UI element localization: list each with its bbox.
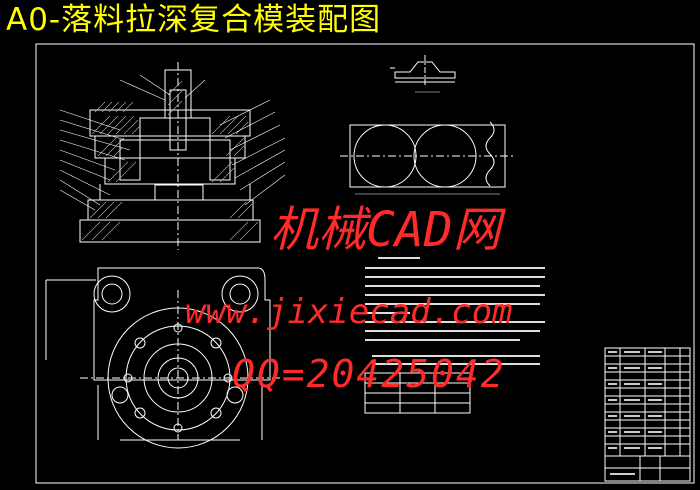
watermark-qq: QQ=20425042 [232, 352, 506, 396]
drawing-title: A0-落料拉深复合模装配图 [6, 2, 382, 38]
section-view [79, 62, 261, 250]
top-view [45, 267, 280, 449]
small-table [364, 372, 471, 414]
technical-requirements [365, 257, 545, 365]
leader-lines [59, 74, 286, 211]
drawing-frame [35, 43, 695, 484]
title-block [604, 347, 691, 482]
part-detail [390, 55, 456, 93]
strip-layout [340, 121, 515, 195]
watermark-site-name: 机械CAD网 [270, 202, 501, 258]
watermark-url: www.jixiecad.com [185, 292, 513, 332]
title-block-text [608, 351, 662, 475]
section-hatching [81, 80, 259, 241]
